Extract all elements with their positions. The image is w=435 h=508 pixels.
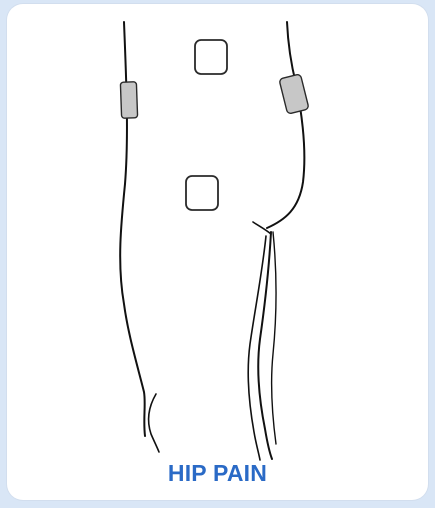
electrode-pad-lower bbox=[186, 176, 218, 210]
right-thigh-inner-line bbox=[248, 236, 266, 460]
illustration-card: HIP PAIN bbox=[7, 4, 428, 500]
right-hip-outline bbox=[267, 22, 304, 228]
left-knee-curve bbox=[149, 394, 159, 452]
right-thigh-outer-line bbox=[258, 232, 272, 459]
hip-pain-caption: HIP PAIN bbox=[7, 460, 428, 487]
electrode-pad-side-right bbox=[279, 74, 309, 114]
electrode-pad-upper bbox=[195, 40, 227, 74]
hip-thigh-illustration bbox=[7, 4, 428, 500]
right-thigh-back-line bbox=[272, 232, 276, 444]
electrode-pad-side-left bbox=[120, 82, 137, 119]
